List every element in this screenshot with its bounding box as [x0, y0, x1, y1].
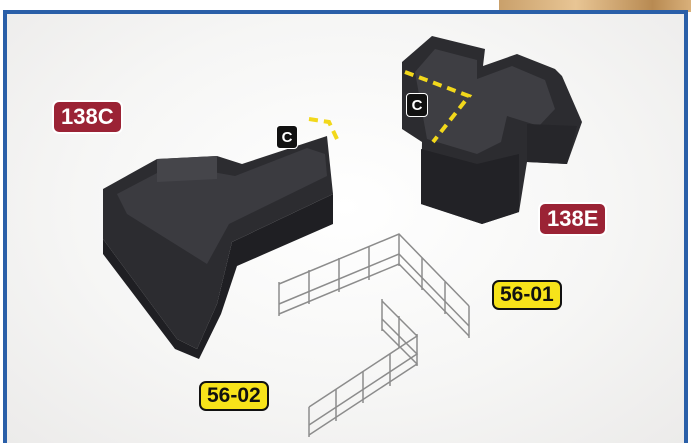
railing-56-01 — [278, 233, 470, 338]
label-56-02: 56-02 — [199, 381, 269, 411]
railing-56-02 — [308, 299, 419, 437]
callout-dash-lines — [308, 70, 473, 144]
callout-c-left: C — [276, 125, 298, 149]
adjacent-photo-edge — [499, 0, 691, 12]
part-138c-shape — [103, 136, 333, 359]
callout-c-right: C — [406, 93, 428, 117]
part-138e-shape — [402, 36, 582, 224]
label-138c: 138C — [52, 100, 123, 134]
label-56-01: 56-01 — [492, 280, 562, 310]
label-138e: 138E — [538, 202, 608, 236]
parts-scene — [103, 36, 582, 437]
